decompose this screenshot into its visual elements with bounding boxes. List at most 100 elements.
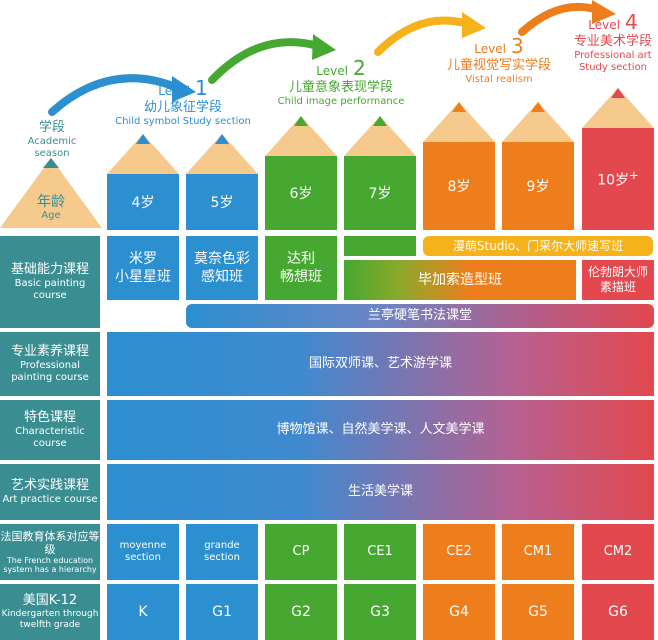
- row-k12-en: Kindergarten through twelfth grade: [1, 609, 99, 630]
- pencil-tip-1: [107, 134, 179, 174]
- level-4-num: 4: [625, 10, 638, 34]
- level-3-num: 3: [511, 34, 524, 58]
- pencil-tip-5: [423, 102, 495, 142]
- age-pencil-1: 4岁: [107, 174, 179, 230]
- level-2-en: Child image performance: [277, 96, 405, 107]
- course-dali: 达利 畅想班: [265, 236, 337, 300]
- age-label: 年龄 Age: [18, 194, 84, 222]
- level-1-word: Level: [158, 84, 190, 98]
- academic-season-en: Academic season: [27, 136, 77, 159]
- row-header-french: 法国教育体系对应等级 The French education system h…: [0, 524, 100, 580]
- course-monet: 莫奈色彩 感知班: [186, 236, 258, 300]
- french-grade-1: moyenne section: [107, 524, 179, 580]
- academic-season-label: 学段 Academic season: [18, 120, 86, 160]
- level-1-zh: 幼儿象征学段: [143, 100, 222, 115]
- age-label-5: 8岁: [447, 179, 471, 195]
- course-practice: 生活美学课: [107, 464, 654, 520]
- row-practice-en: Art practice course: [2, 494, 98, 505]
- course-professional: 国际双师课、艺术游学课: [107, 332, 654, 396]
- row-basic-zh: 基础能力课程: [10, 262, 89, 277]
- age-pencil-3: 6岁: [265, 156, 337, 230]
- course-mile: 米罗 小星星班: [107, 236, 179, 300]
- row-french-zh: 法国教育体系对应等级: [0, 530, 100, 556]
- row-header-characteristic: 特色课程 Characteristic course: [0, 400, 100, 460]
- level-2-num: 2: [353, 56, 366, 80]
- age-pencil-2: 5岁: [186, 174, 258, 230]
- k12-grade-4: G3: [344, 584, 416, 640]
- age-pencil-7: 10岁+: [582, 128, 654, 230]
- level-1-en: Child symbol Study section: [115, 116, 251, 127]
- age-label-1: 4岁: [131, 195, 155, 211]
- level-4-word: Level: [588, 18, 620, 32]
- level-2-zh: 儿童意象表现学段: [288, 80, 393, 95]
- age-plus-sup: +: [629, 168, 639, 183]
- course-manga-green-block: [344, 236, 416, 256]
- course-manga: 漫萌Studio、门采尔大师速写班: [423, 236, 653, 256]
- french-grade-7: CM2: [582, 524, 654, 580]
- age-pencil-5: 8岁: [423, 142, 495, 230]
- row-basic-en: Basic painting course: [14, 278, 86, 301]
- row-header-practice: 艺术实践课程 Art practice course: [0, 464, 100, 520]
- french-grade-4: CE1: [344, 524, 416, 580]
- k12-grade-3: G2: [265, 584, 337, 640]
- k12-grade-1: K: [107, 584, 179, 640]
- arrow-level3-icon: [374, 16, 472, 56]
- french-grade-6: CM1: [502, 524, 574, 580]
- row-french-en: The French education system has a hierar…: [3, 556, 97, 574]
- level-3-en: Vistal realism: [465, 74, 533, 85]
- age-en: Age: [41, 210, 61, 221]
- course-lunbolang: 伦勃朗大师 素描班: [582, 260, 654, 300]
- pencil-tip-3: [265, 116, 337, 156]
- age-label-3: 6岁: [289, 186, 313, 202]
- k12-grade-5: G4: [423, 584, 495, 640]
- age-label-6: 9岁: [526, 179, 550, 195]
- level-1-num: 1: [195, 76, 208, 100]
- k12-grade-2: G1: [186, 584, 258, 640]
- pencil-tip-6: [502, 102, 574, 142]
- k12-grade-7: G6: [582, 584, 654, 640]
- row-professional-zh: 专业素养课程: [10, 344, 89, 359]
- arrow-level1-icon: [48, 74, 182, 116]
- course-lanting: 兰亭硬笔书法课堂: [186, 304, 654, 328]
- level-3-zh: 儿童视觉写实学段: [446, 58, 551, 73]
- row-characteristic-zh: 特色课程: [23, 410, 76, 425]
- age-zh: 年龄: [37, 194, 65, 210]
- level-4-zh: 专业美术学段: [573, 34, 652, 49]
- age-label-4: 7岁: [368, 186, 392, 202]
- row-professional-en: Professional painting course: [11, 360, 89, 383]
- level-arrows: [48, 0, 616, 116]
- age-label-2: 5岁: [210, 195, 234, 211]
- level-3-word: Level: [474, 42, 506, 56]
- level-1-label: Level 1 幼儿象征学段 Child symbol Study sectio…: [108, 76, 258, 128]
- level-3-label: Level 3 儿童视觉写实学段 Vistal realism: [424, 34, 574, 86]
- row-practice-zh: 艺术实践课程: [10, 478, 89, 493]
- age-label-7: 10岁+: [597, 168, 639, 189]
- french-grade-3: CP: [265, 524, 337, 580]
- level-2-label: Level 2 儿童意象表现学段 Child image performance: [266, 56, 416, 108]
- row-characteristic-en: Characteristic course: [15, 426, 85, 449]
- row-k12-zh: 美国K-12: [22, 593, 78, 608]
- age-pencil-6: 9岁: [502, 142, 574, 230]
- pencil-tip-7: [582, 88, 654, 128]
- arrow-level2-icon: [208, 38, 322, 84]
- arrow-level1-head: [172, 76, 196, 102]
- french-grade-2: grande section: [186, 524, 258, 580]
- french-grade-5: CE2: [423, 524, 495, 580]
- arrow-level4-icon: [518, 2, 602, 36]
- row-header-k12: 美国K-12 Kindergarten through twelfth grad…: [0, 584, 100, 640]
- age-pencil-4: 7岁: [344, 156, 416, 230]
- course-picasso: 毕加索造型班: [344, 260, 576, 300]
- row-header-professional: 专业素养课程 Professional painting course: [0, 332, 100, 396]
- level-4-en: Professional art Study section: [574, 50, 652, 73]
- arrow-level3-head: [462, 12, 486, 38]
- age-pencil-tip: [0, 158, 102, 228]
- row-header-basic: 基础能力课程 Basic painting course: [0, 236, 100, 328]
- level-4-label: Level 4 专业美术学段 Professional art Study se…: [568, 10, 658, 74]
- level-2-word: Level: [316, 64, 348, 78]
- pencil-tip-4: [344, 116, 416, 156]
- pencil-tip-2: [186, 134, 258, 174]
- academic-season-zh: 学段: [38, 120, 65, 135]
- arrow-level4-head: [592, 0, 616, 24]
- k12-grade-6: G5: [502, 584, 574, 640]
- course-characteristic: 博物馆课、自然美学课、人文美学课: [107, 400, 654, 460]
